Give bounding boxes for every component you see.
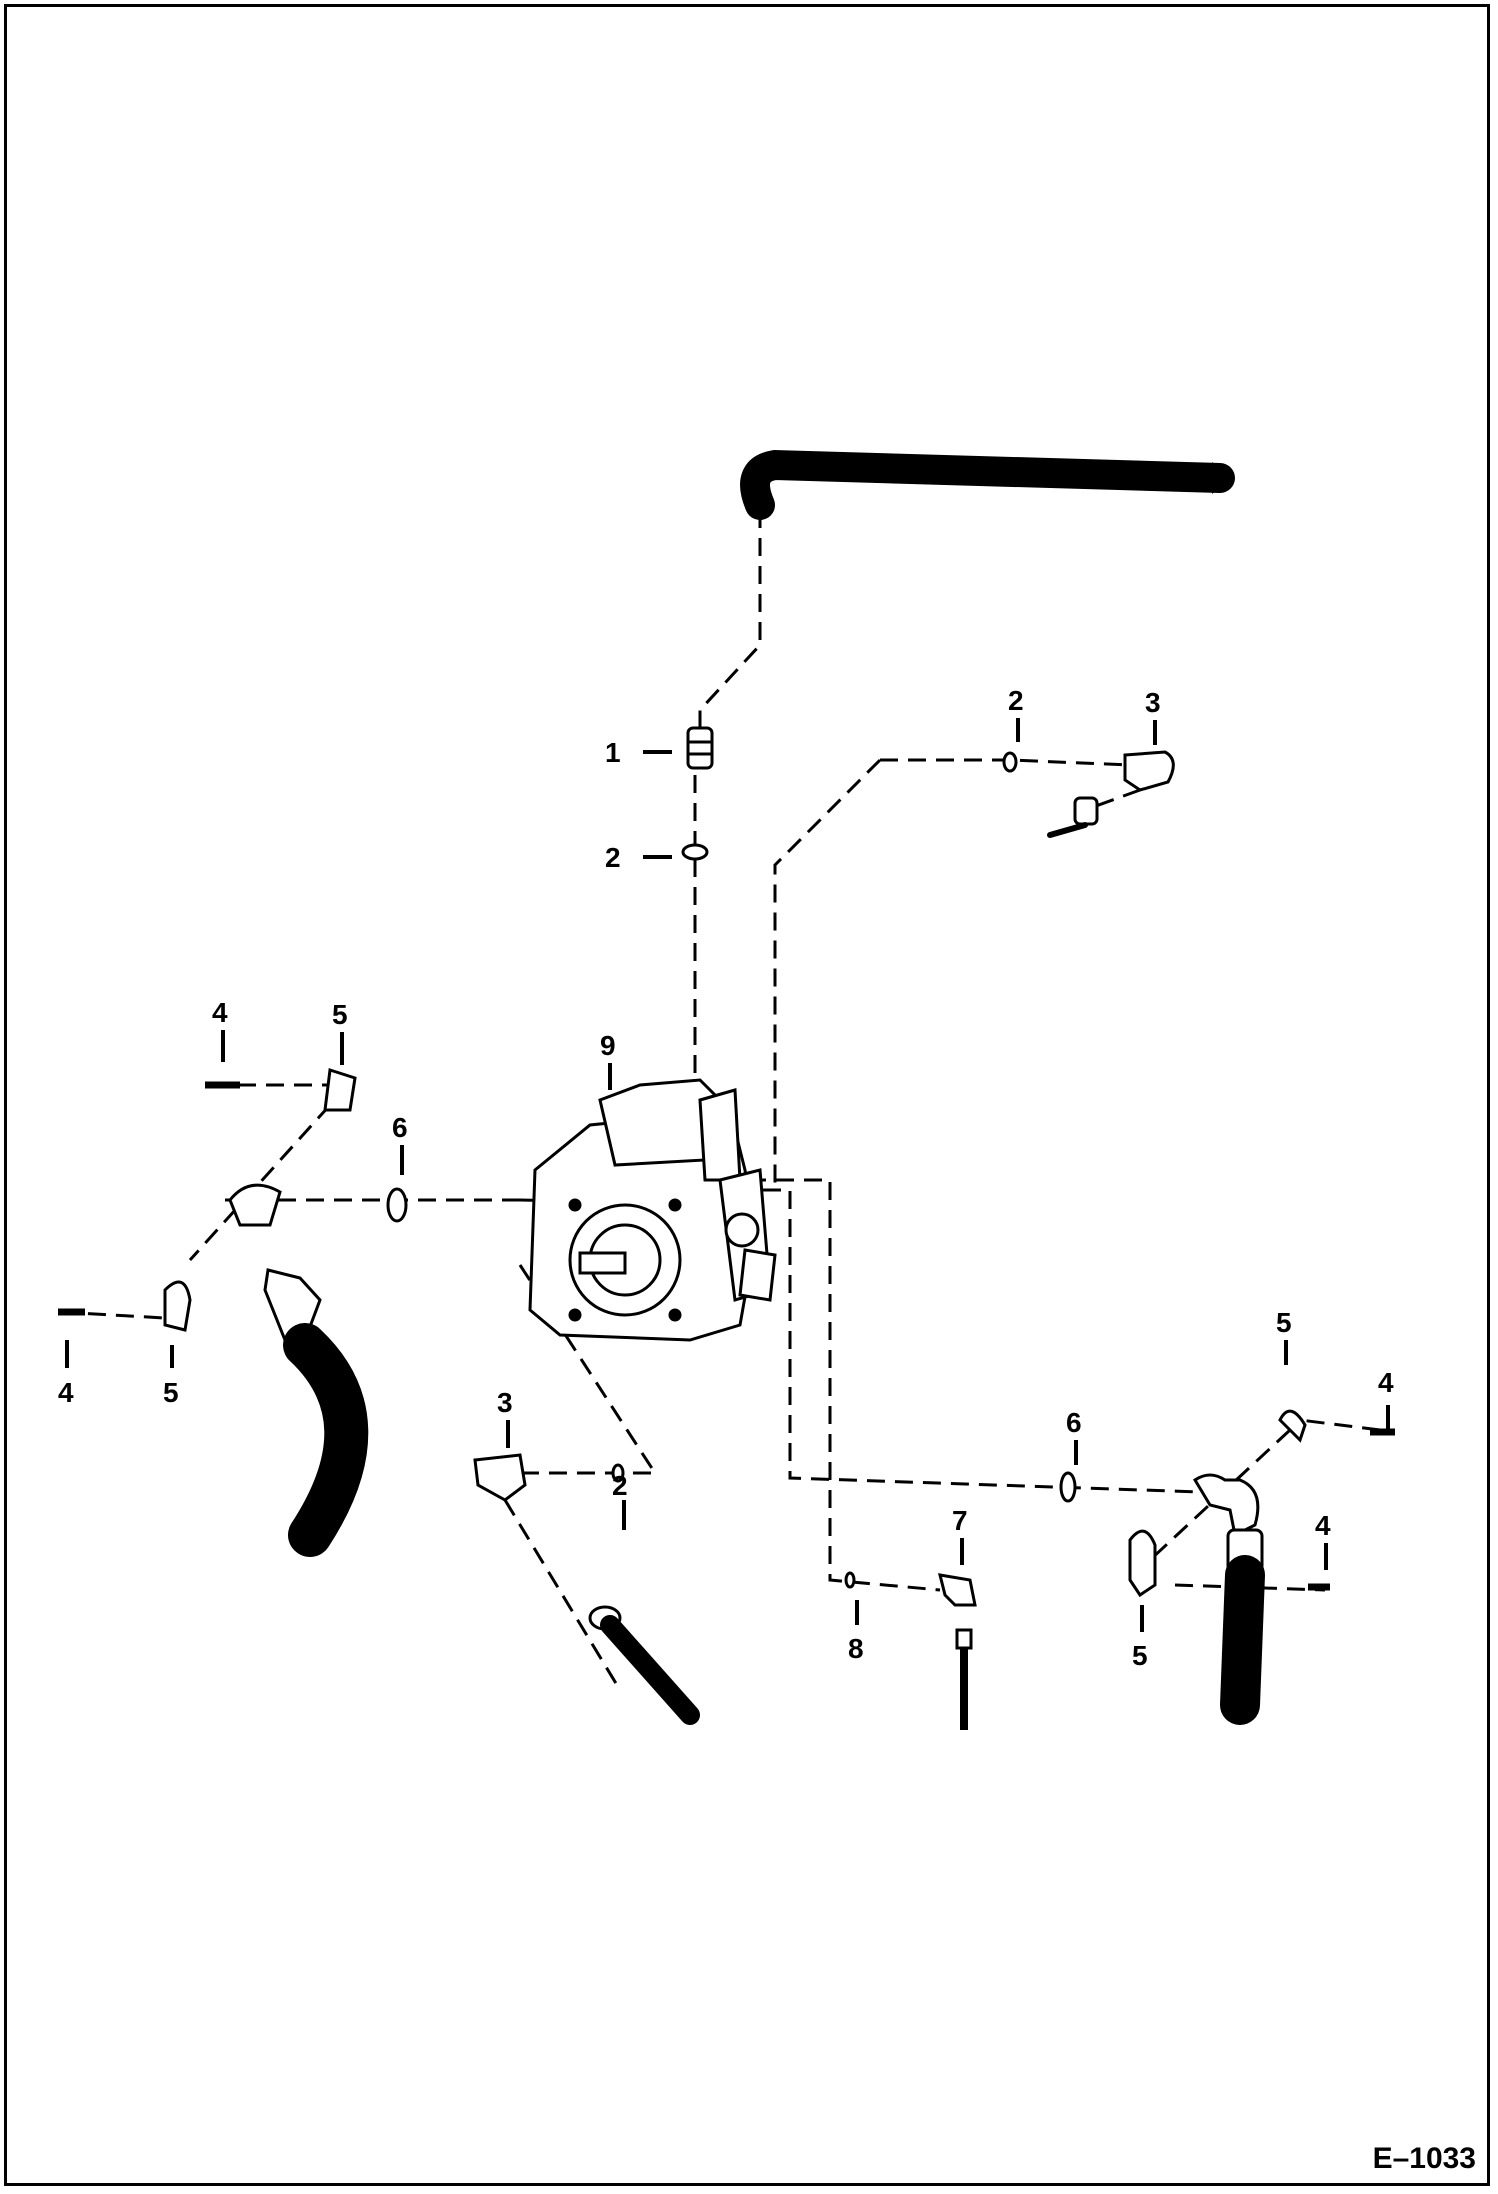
right-port-assembly [1059,1409,1395,1725]
lower-middle-fitting-item-3 [473,1453,700,1725]
callout-item-2-b: 2 [1008,685,1024,716]
leader-lines [65,718,1390,1632]
callout-item-3-b: 3 [497,1387,513,1418]
callout-item-4-b: 4 [58,1377,74,1408]
left-port-assembly [58,1068,408,1557]
fitting-item-1 [686,726,714,770]
callout-item-4-c: 4 [1378,1367,1394,1398]
assembly-lines [59,510,1381,1691]
callout-item-5-d: 5 [1132,1640,1148,1671]
callout-item-4-a: 4 [212,997,228,1028]
fitting-item-3-upper-right [1047,750,1175,838]
o-ring-item-2-upper-right [1002,751,1018,773]
callout-labels: 1 2 2 2 3 3 4 4 4 4 5 5 5 5 6 6 7 8 9 [58,685,1394,1671]
suction-hose [740,449,1235,520]
callout-item-1: 1 [605,737,621,768]
callout-item-2-c: 2 [612,1470,628,1501]
callout-item-5-a: 5 [332,999,348,1030]
callout-item-5-b: 5 [163,1377,179,1408]
callout-item-6-a: 6 [392,1112,408,1143]
callout-item-3-a: 3 [1145,687,1161,718]
figure-id-label: E–1033 [1372,2142,1476,2175]
diagram-frame [4,4,1490,2186]
o-ring-item-2 [681,843,709,861]
callout-item-7: 7 [952,1505,968,1536]
hydraulic-pump-item-9 [528,1078,777,1342]
callout-item-9: 9 [600,1030,616,1061]
callout-item-8: 8 [848,1633,864,1664]
callout-item-6-b: 6 [1066,1407,1082,1438]
callout-item-2-a: 2 [605,842,621,873]
callout-item-5-c: 5 [1276,1307,1292,1338]
callout-item-4-d: 4 [1315,1510,1331,1541]
fitting-item-7-8 [844,1571,977,1730]
